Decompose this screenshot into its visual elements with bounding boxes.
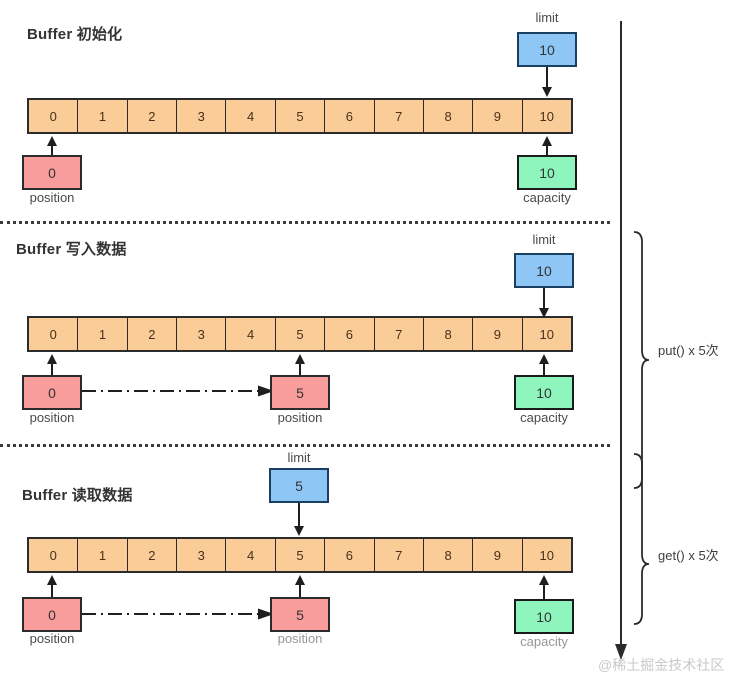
position-label-write: position — [29, 410, 75, 425]
right-rail-group — [615, 21, 650, 660]
position-arrow-line-read — [51, 584, 53, 598]
moved-position-box-write[interactable]: 5 — [270, 375, 330, 410]
capacity-arrow-line-read — [543, 584, 545, 601]
limit-arrow-line-read — [298, 503, 300, 528]
moved-position-arrow-line-write — [299, 363, 301, 377]
buffer-cell: 8 — [423, 318, 474, 350]
capacity-arrow-head-read — [538, 575, 549, 585]
position-box-init[interactable]: 0 — [22, 155, 82, 190]
buffer-cell: 4 — [226, 100, 276, 132]
capacity-arrow-head-write — [538, 354, 549, 364]
buffer-cell: 0 — [29, 100, 79, 132]
buffer-cell: 6 — [325, 100, 375, 132]
section-title-write: Buffer 写入数据 — [16, 241, 127, 258]
position-arrow-head-init — [46, 136, 57, 146]
buffer-cell: 2 — [127, 539, 178, 571]
limit-box-write[interactable]: 10 — [514, 253, 574, 288]
section-title-init: Buffer 初始化 — [27, 26, 123, 43]
buffer-cell: 10 — [522, 539, 571, 571]
limit-box-read[interactable]: 5 — [269, 468, 329, 503]
position-arrow-line-write — [51, 363, 53, 377]
buffer-cell: 2 — [127, 100, 178, 132]
capacity-box-init[interactable]: 10 — [517, 155, 577, 190]
capacity-label-read: capacity — [520, 634, 568, 649]
position-transition-arrow-write — [82, 385, 274, 397]
buffer-cell: 6 — [325, 318, 375, 350]
buffer-cell: 3 — [177, 539, 227, 571]
moved-position-arrow-head-write — [294, 354, 305, 364]
capacity-label-write: capacity — [520, 410, 568, 425]
put-bracket — [633, 231, 650, 489]
buffer-strip-write: 0 1 2 3 4 5 6 7 8 9 10 — [27, 316, 573, 352]
get-bracket-label: get() x 5次 — [658, 548, 719, 563]
buffer-cell: 3 — [177, 100, 227, 132]
buffer-cell: 1 — [78, 318, 128, 350]
capacity-label-init: capacity — [523, 190, 571, 205]
buffer-cell: 8 — [423, 100, 474, 132]
buffer-cell: 8 — [423, 539, 474, 571]
limit-box-init[interactable]: 10 — [517, 32, 577, 67]
buffer-cell: 7 — [374, 100, 424, 132]
limit-label-read: limit — [287, 450, 311, 465]
limit-arrow-line-init — [546, 67, 548, 89]
limit-arrow-head-read — [293, 526, 304, 536]
section-title-read: Buffer 读取数据 — [22, 487, 133, 504]
buffer-strip-read: 0 1 2 3 4 5 6 7 8 9 10 — [27, 537, 573, 573]
position-label-init: position — [29, 190, 75, 205]
position-arrow-head-write — [46, 354, 57, 364]
buffer-cell: 5 — [275, 318, 326, 350]
buffer-cell: 0 — [29, 539, 79, 571]
position-transition-arrow-read — [82, 608, 274, 620]
buffer-cell: 5 — [275, 100, 326, 132]
section-separator-1 — [0, 221, 610, 224]
capacity-arrow-head-init — [541, 136, 552, 146]
buffer-strip-init: 0 1 2 3 4 5 6 7 8 9 10 — [27, 98, 573, 134]
limit-arrow-head-write — [538, 308, 549, 318]
buffer-cell: 2 — [127, 318, 178, 350]
section-separator-2 — [0, 444, 610, 447]
get-bracket — [633, 453, 650, 625]
put-bracket-label: put() x 5次 — [658, 343, 719, 358]
buffer-cell: 6 — [325, 539, 375, 571]
buffer-cell: 10 — [522, 318, 571, 350]
buffer-cell: 7 — [374, 318, 424, 350]
buffer-cell: 1 — [78, 100, 128, 132]
moved-position-label-read: position — [277, 631, 323, 646]
limit-label-init: limit — [535, 10, 559, 25]
buffer-cell: 9 — [473, 100, 523, 132]
limit-arrow-line-write — [543, 288, 545, 310]
capacity-arrow-line-write — [543, 363, 545, 377]
timeline-arrow-head — [615, 644, 627, 660]
position-box-write[interactable]: 0 — [22, 375, 82, 410]
capacity-box-write[interactable]: 10 — [514, 375, 574, 410]
moved-position-label-write: position — [277, 410, 323, 425]
moved-position-arrow-head-read — [294, 575, 305, 585]
buffer-cell: 4 — [226, 539, 276, 571]
position-arrow-head-read — [46, 575, 57, 585]
buffer-cell: 1 — [78, 539, 128, 571]
buffer-cell: 0 — [29, 318, 79, 350]
limit-arrow-head-init — [541, 87, 552, 97]
buffer-cell: 5 — [275, 539, 326, 571]
buffer-cell: 7 — [374, 539, 424, 571]
buffer-cell: 4 — [226, 318, 276, 350]
capacity-arrow-line-init — [546, 145, 548, 155]
buffer-cell: 10 — [522, 100, 571, 132]
buffer-cell: 9 — [473, 539, 523, 571]
position-arrow-line-init — [51, 145, 53, 156]
watermark: @稀土掘金技术社区 — [598, 657, 725, 673]
capacity-box-read[interactable]: 10 — [514, 599, 574, 634]
position-box-read[interactable]: 0 — [22, 597, 82, 632]
buffer-cell: 3 — [177, 318, 227, 350]
moved-position-box-read[interactable]: 5 — [270, 597, 330, 632]
position-label-read: position — [29, 631, 75, 646]
buffer-cell: 9 — [473, 318, 523, 350]
limit-label-write: limit — [532, 232, 556, 247]
moved-position-arrow-line-read — [299, 584, 301, 598]
